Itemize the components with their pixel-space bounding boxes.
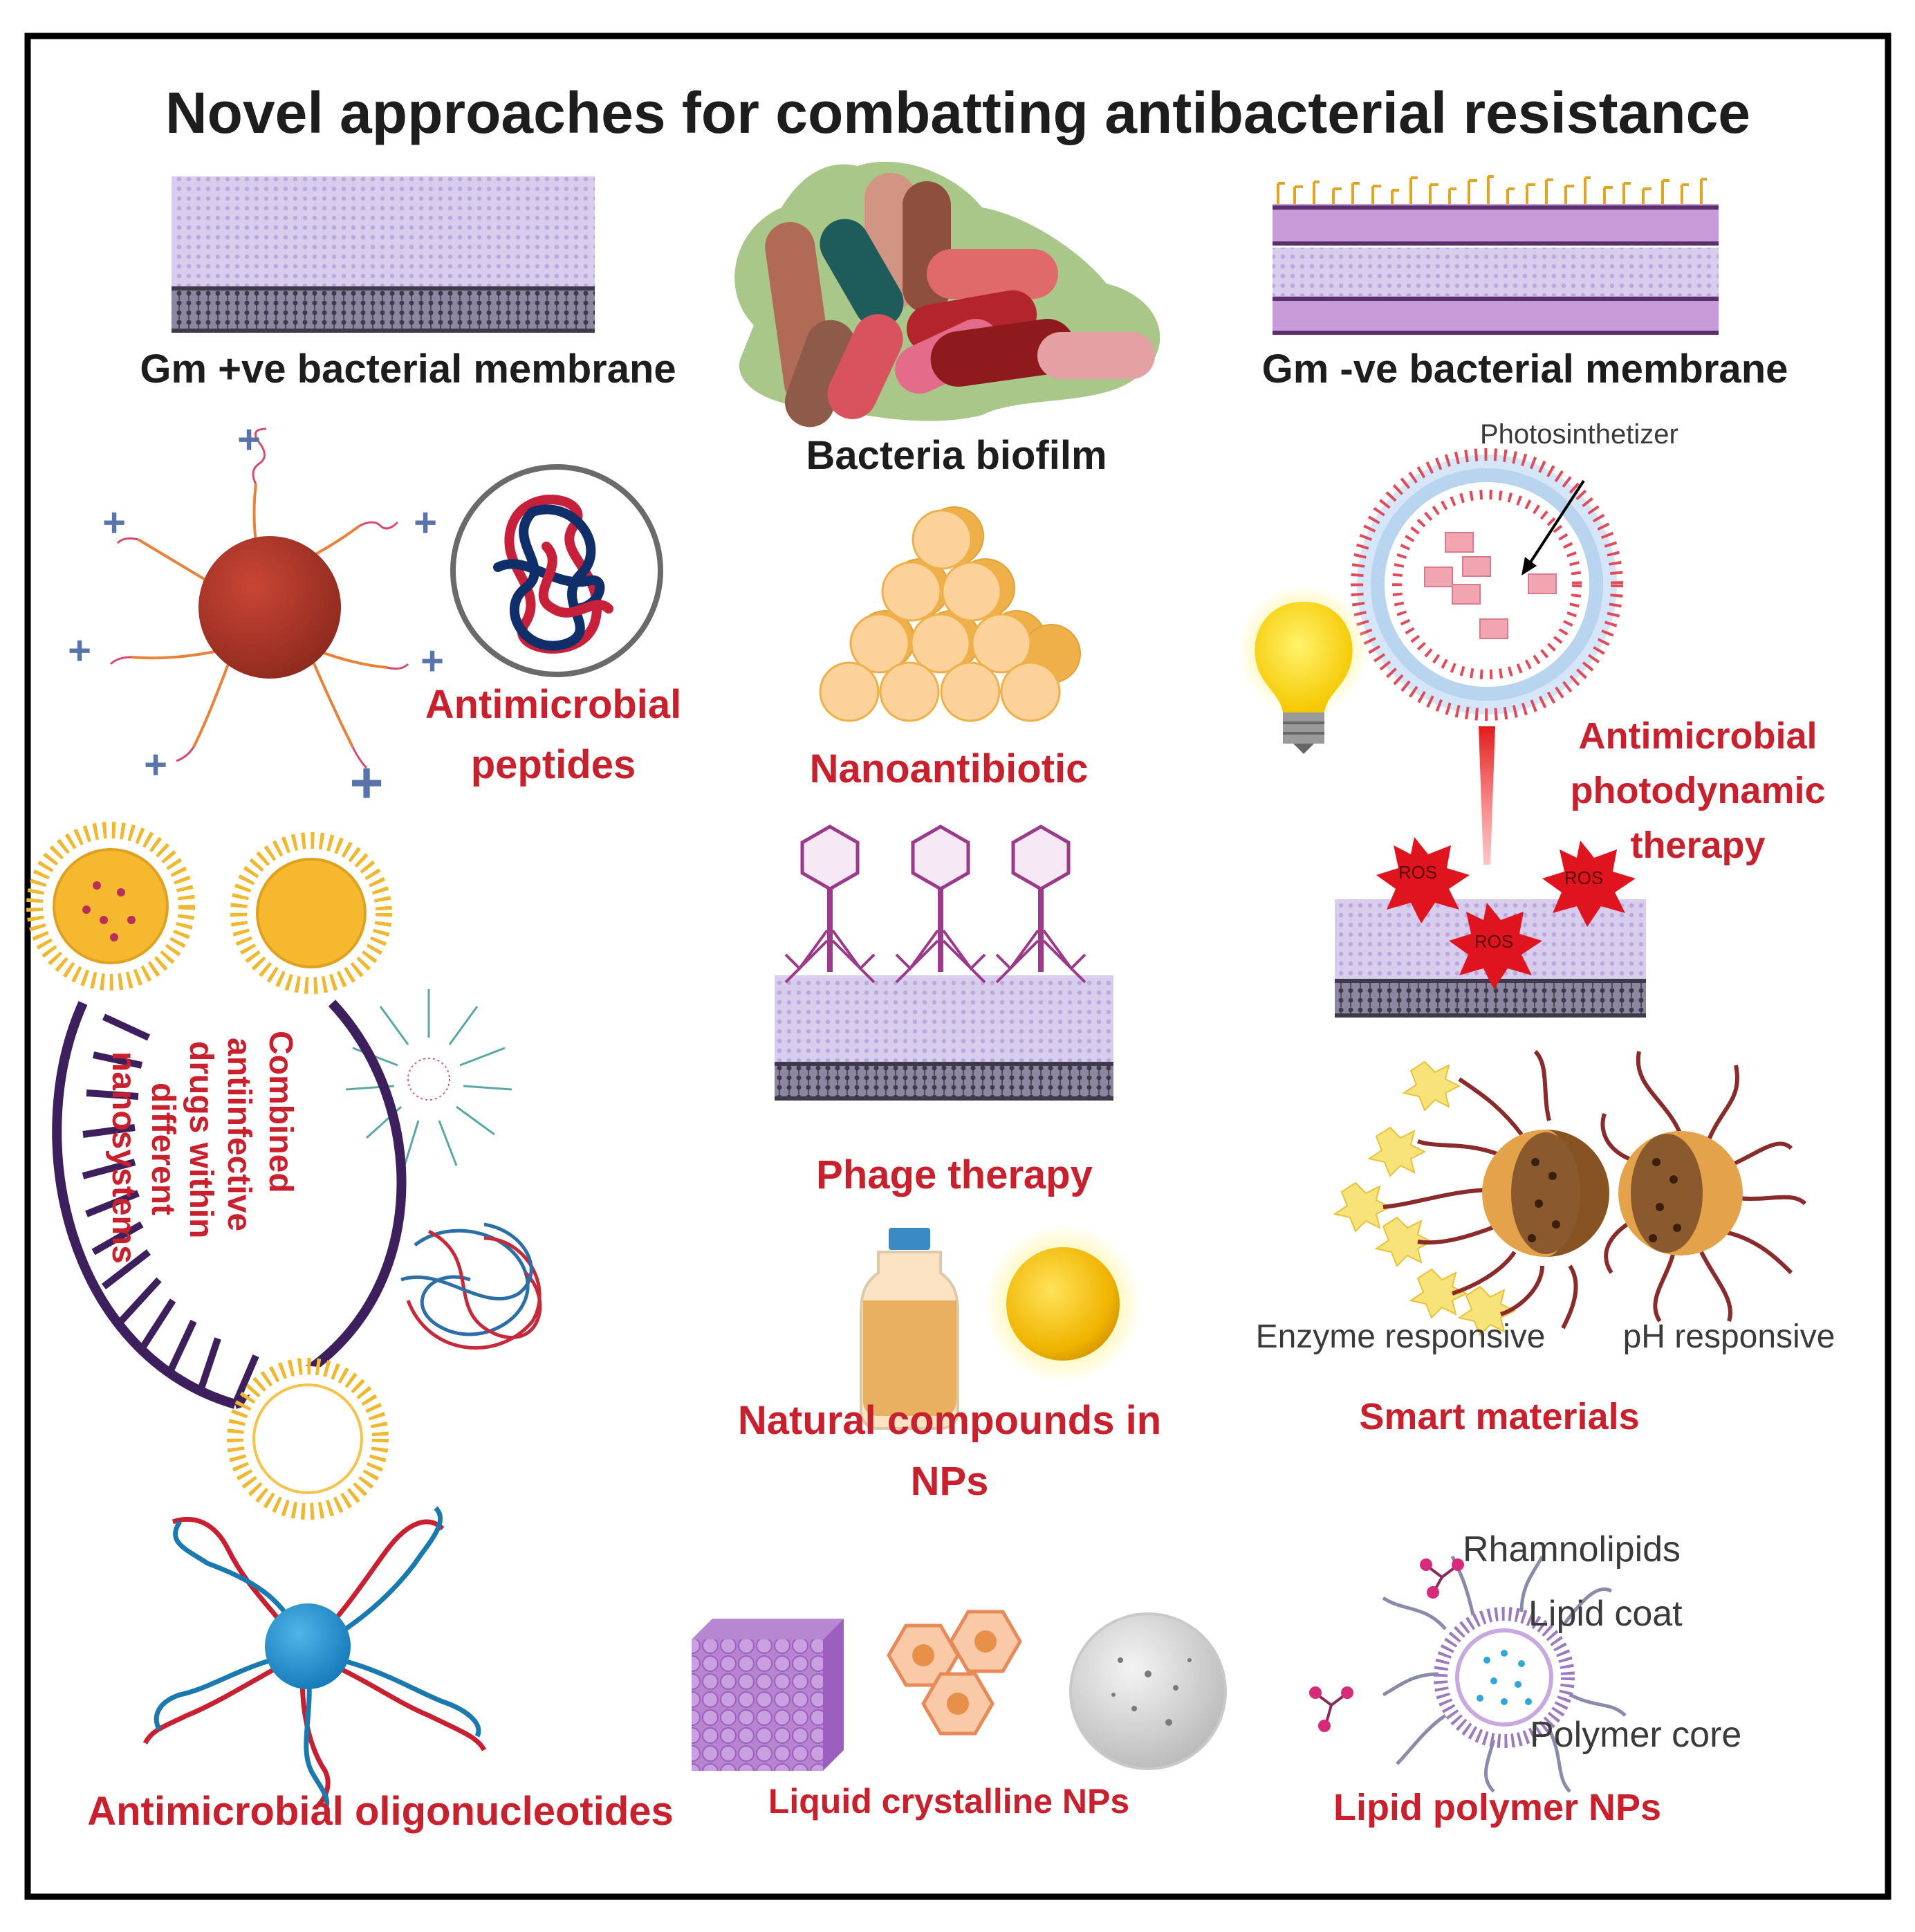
smart-materials-label: Smart materials <box>1359 1396 1640 1437</box>
oligonucleotides-label: Antimicrobial oligonucleotides <box>87 1789 674 1834</box>
bacteriophage-icon <box>784 825 876 984</box>
polymer-core-label: Polymer core <box>1530 1715 1742 1755</box>
plus-icon: + <box>144 742 167 787</box>
phage-therapy-label: Phage therapy <box>816 1152 1093 1197</box>
liquid-crystalline-nps-illustration <box>692 1610 1227 1771</box>
bacteria-biofilm-illustration <box>734 161 1160 427</box>
combined-nanosystems-label: Combined antiinfective drugs within diff… <box>105 1031 299 1264</box>
plus-icon: + <box>420 638 444 683</box>
combined-label-line3: drugs within <box>183 1041 219 1238</box>
light-beam <box>1479 726 1495 865</box>
amp-label-line2: peptides <box>470 742 636 787</box>
combined-nanosystems-illustration <box>26 822 560 1520</box>
combined-label-line2: antiinfective <box>221 1038 257 1231</box>
light-bulb-icon <box>1238 585 1369 754</box>
biofilm-label: Bacteria biofilm <box>806 433 1107 478</box>
gm-positive-membrane-illustration <box>172 176 595 333</box>
natural-compounds-label-line2: NPs <box>910 1459 989 1504</box>
pdt-label-line3: therapy <box>1630 825 1766 866</box>
lipid-coat-label: Lipid coat <box>1528 1594 1683 1634</box>
smart-materials-illustration <box>1333 1049 1807 1336</box>
enzyme-responsive-label: Enzyme responsive <box>1255 1318 1546 1355</box>
pdt-label-line2: photodynamic <box>1570 770 1826 811</box>
pdt-label-line1: Antimicrobial <box>1578 715 1817 757</box>
photosensitizer-label: Photosinthetizer <box>1480 419 1678 450</box>
plus-icon: + <box>68 628 91 673</box>
plus-icon: + <box>237 417 261 462</box>
ros-label: ROS <box>1398 862 1437 883</box>
photosensitizer-liposome <box>1351 448 1623 721</box>
rhamnolipids-label: Rhamnolipids <box>1463 1529 1681 1570</box>
nanoantibiotic-label: Nanoantibiotic <box>809 746 1089 791</box>
ros-bursts <box>1376 837 1636 989</box>
natural-compounds-label-line1: Natural compounds in <box>737 1398 1162 1443</box>
combined-label-line4: different <box>145 1083 181 1215</box>
gm-negative-label: Gm -ve bacterial membrane <box>1261 347 1788 392</box>
bacteriophage-icon <box>895 825 986 984</box>
amp-label-line1: Antimicrobial <box>425 682 682 727</box>
lipid-polymer-nps-label: Lipid polymer NPs <box>1333 1787 1662 1828</box>
antimicrobial-peptide-nanoparticle <box>109 427 409 769</box>
oligonucleotide-illustration <box>142 1506 487 1810</box>
lipid-polymer-nps-illustration <box>1309 1555 1627 1793</box>
plus-icon: + <box>414 500 437 545</box>
ph-responsive-label: pH responsive <box>1622 1318 1835 1355</box>
ros-label: ROS <box>1474 931 1513 952</box>
phage-therapy-illustration <box>775 825 1113 1101</box>
figure-title: Novel approaches for combatting antibact… <box>165 80 1751 145</box>
gm-negative-membrane-illustration <box>1273 175 1719 335</box>
ros-label: ROS <box>1564 867 1603 888</box>
gm-positive-label: Gm +ve bacterial membrane <box>140 347 676 392</box>
plus-icon: + <box>349 750 383 815</box>
liquid-crystalline-nps-label: Liquid crystalline NPs <box>768 1782 1130 1821</box>
bacteriophage-icon <box>995 825 1086 984</box>
nanoantibiotic-particles <box>819 506 1081 722</box>
plus-icon: + <box>102 500 126 545</box>
natural-compounds-illustration <box>860 1224 1142 1430</box>
positive-charge-icons: + + + + + + + <box>68 417 444 815</box>
combined-label-line5: nanosystems <box>105 1051 142 1264</box>
peptide-tangle-circle <box>450 464 663 677</box>
combined-label-line1: Combined <box>262 1031 299 1193</box>
